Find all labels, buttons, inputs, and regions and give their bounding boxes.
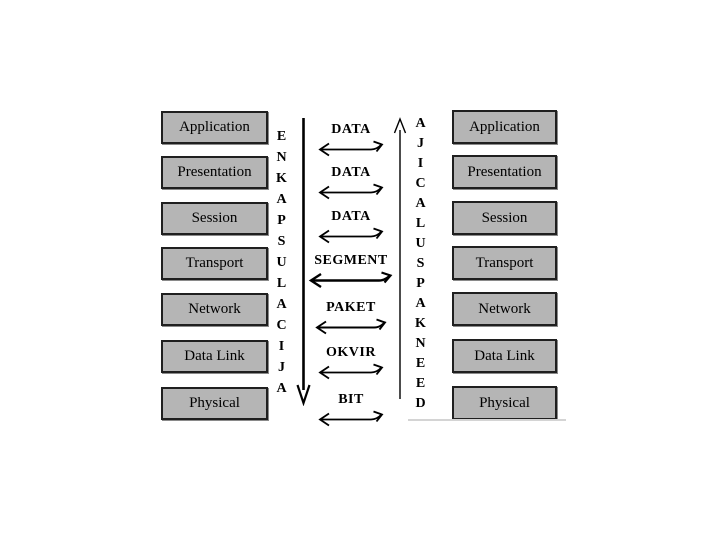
encapsulation-letter: I (278, 339, 285, 354)
encapsulation-letter: U (276, 255, 287, 270)
right-layer-network: Network (452, 292, 557, 326)
pdu-row-data-3: DATA (299, 208, 403, 244)
encapsulation-down-arrow-icon (296, 118, 311, 406)
encapsulation-letter: E (276, 129, 287, 144)
pdu-label: DATA (331, 165, 371, 180)
pdu-row-data-1: DATA (299, 121, 403, 157)
decapsulation-letter: J (417, 136, 424, 151)
encapsulation-letter: N (276, 150, 287, 165)
pdu-label: DATA (331, 122, 371, 137)
right-layer-physical: Physical (452, 386, 557, 420)
right-layer-presentation: Presentation (452, 155, 557, 189)
encapsulation-letter: L (276, 276, 287, 291)
shadow-line (408, 419, 566, 421)
double-arrow-icon (318, 183, 384, 200)
double-arrow-icon (318, 363, 384, 380)
decapsulation-letter: A (415, 116, 426, 131)
left-layer-session: Session (161, 202, 268, 235)
double-arrow-icon (318, 140, 384, 157)
decapsulation-up-arrow-icon (393, 117, 407, 399)
decapsulation-letter: U (415, 236, 426, 251)
pdu-row-bit: BIT (299, 391, 403, 427)
decapsulation-letter: L (415, 216, 426, 231)
decapsulation-letter: P (416, 276, 425, 291)
double-arrow-icon (315, 318, 387, 335)
decapsulation-letter: N (415, 336, 426, 351)
pdu-label: BIT (338, 392, 364, 407)
right-layer-transport: Transport (452, 246, 557, 280)
encapsulation-vertical-label: E N K A P S U L A C I J A (273, 126, 290, 399)
left-layer-presentation: Presentation (161, 156, 268, 189)
pdu-row-data-2: DATA (299, 164, 403, 200)
decapsulation-vertical-label: A J I C A L U S P A K N E E D (412, 114, 429, 414)
double-arrow-icon (308, 271, 393, 288)
double-arrow-icon (318, 227, 384, 244)
decapsulation-letter: A (415, 196, 426, 211)
encapsulation-letter: J (278, 360, 285, 375)
decapsulation-letter: D (415, 396, 426, 411)
double-arrow-icon (318, 410, 384, 427)
encapsulation-letter: S (277, 234, 286, 249)
encapsulation-letter: P (277, 213, 286, 228)
decapsulation-letter: E (415, 356, 426, 371)
encapsulation-letter: A (276, 192, 287, 207)
decapsulation-letter: I (417, 156, 424, 171)
decapsulation-letter: A (415, 296, 426, 311)
decapsulation-letter: E (415, 376, 426, 391)
left-layer-datalink: Data Link (161, 340, 268, 373)
pdu-label: DATA (331, 209, 371, 224)
pdu-row-paket: PAKET (299, 299, 403, 335)
decapsulation-letter: C (415, 176, 426, 191)
encapsulation-letter: A (276, 381, 287, 396)
pdu-row-segment: SEGMENT (299, 252, 403, 288)
left-layer-network: Network (161, 293, 268, 326)
left-layer-transport: Transport (161, 247, 268, 280)
pdu-label: PAKET (326, 300, 376, 315)
decapsulation-letter: K (415, 316, 426, 331)
right-layer-application: Application (452, 110, 557, 144)
encapsulation-letter: A (276, 297, 287, 312)
left-layer-physical: Physical (161, 387, 268, 420)
encapsulation-letter: C (276, 318, 287, 333)
right-layer-datalink: Data Link (452, 339, 557, 373)
right-layer-session: Session (452, 201, 557, 235)
left-layer-application: Application (161, 111, 268, 144)
encapsulation-letter: K (276, 171, 287, 186)
decapsulation-letter: S (416, 256, 425, 271)
pdu-label: OKVIR (326, 345, 376, 360)
pdu-label: SEGMENT (314, 253, 388, 268)
pdu-row-okvir: OKVIR (299, 344, 403, 380)
